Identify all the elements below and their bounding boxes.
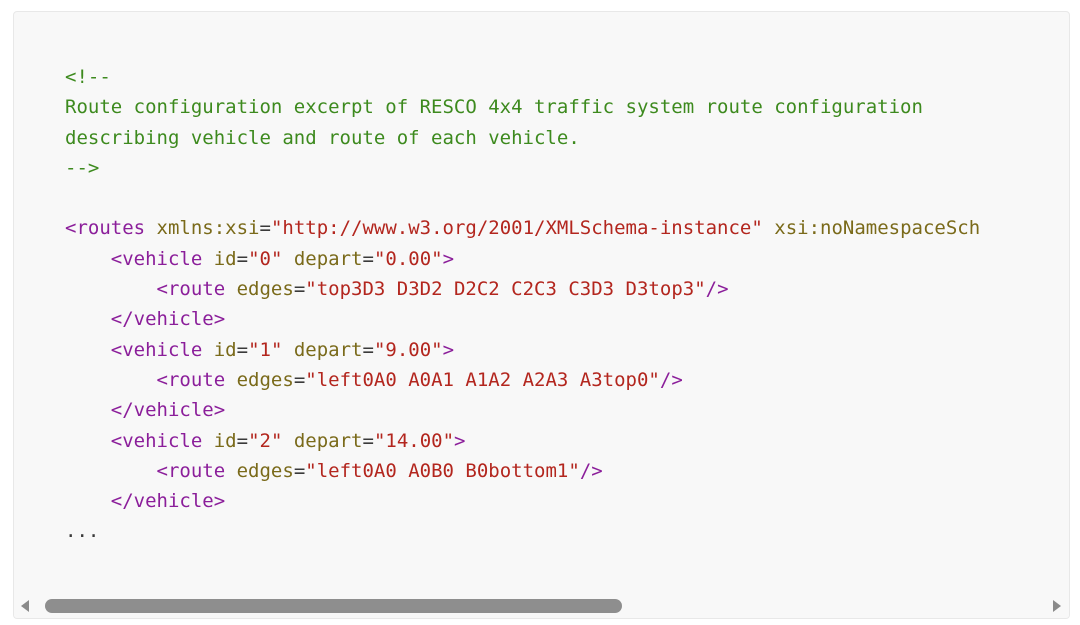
code-line: <route edges="left0A0 A0B0 B0bottom1"/> (65, 456, 980, 486)
code-text-segment (225, 460, 236, 482)
code-text-segment: = (236, 429, 249, 452)
xml-string: "left0A0 A0A1 A1A2 A2A3 A3top0" (305, 368, 660, 391)
code-line: ... (65, 516, 980, 546)
xml-attribute: id (213, 429, 237, 452)
xml-tag: > (442, 247, 455, 270)
xml-string: "0" (248, 247, 283, 270)
code-text-segment (65, 369, 157, 391)
scroll-right-arrow-icon[interactable] (1053, 600, 1061, 612)
code-text-segment: = (236, 338, 249, 361)
xml-string: "9.00" (373, 338, 443, 361)
code-line: Route configuration excerpt of RESCO 4x4… (65, 92, 980, 122)
xml-string: "http://www.w3.org/2001/XMLSchema-instan… (270, 217, 763, 240)
xml-tag: </vehicle> (110, 490, 226, 513)
xml-attribute: xmlns:xsi (156, 217, 260, 240)
code-text-segment: = (362, 338, 374, 361)
code-text-segment (65, 248, 111, 270)
code-line: <vehicle id="0" depart="0.00"> (65, 244, 980, 274)
xml-attribute: depart (293, 247, 363, 270)
code-block: <!-- Route configuration excerpt of RESCO… (13, 11, 1070, 619)
code-line (65, 183, 980, 213)
xml-attribute: id (213, 338, 237, 361)
xml-tag: /> (659, 368, 683, 391)
code-comment: Route configuration excerpt of RESCO 4x4… (65, 96, 923, 119)
xml-string: "0.00" (373, 247, 443, 270)
xml-attribute: edges (236, 459, 294, 482)
code-text-segment (225, 278, 236, 300)
xml-string: "top3D3 D3D2 D2C2 C2C3 C3D3 D3top3" (305, 278, 706, 301)
xml-attribute: depart (293, 429, 363, 452)
code-line: <routes xmlns:xsi="http://www.w3.org/200… (65, 213, 980, 243)
code-line: describing vehicle and route of each veh… (65, 123, 980, 153)
horizontal-scrollbar[interactable] (14, 592, 1069, 618)
code-text-segment (282, 248, 293, 270)
code-viewport[interactable]: <!-- Route configuration excerpt of RESCO… (14, 12, 1069, 592)
code-text-segment: = (259, 217, 271, 240)
xml-tag: <route (156, 278, 226, 301)
code-text-segment (65, 339, 111, 361)
code-text-segment (763, 217, 774, 239)
code-text-segment (202, 430, 213, 452)
code-line: <route edges="left0A0 A0A1 A1A2 A2A3 A3t… (65, 365, 980, 395)
code-text-segment (65, 490, 111, 512)
code-text-segment: = (293, 459, 306, 482)
code-text-segment: = (293, 368, 306, 391)
code-text-segment (225, 369, 236, 391)
code-line: <vehicle id="2" depart="14.00"> (65, 426, 980, 456)
code-line: </vehicle> (65, 486, 980, 516)
xml-tag: </vehicle> (110, 399, 226, 422)
xml-tag: /> (579, 459, 603, 482)
code-text: <!-- Route configuration excerpt of RESCO… (65, 62, 980, 547)
code-text-segment (282, 339, 293, 361)
scrollbar-thumb[interactable] (45, 599, 622, 613)
code-comment: --> (65, 156, 100, 179)
xml-attribute: edges (236, 278, 294, 301)
code-text-segment: = (293, 278, 306, 301)
xml-string: "left0A0 A0B0 B0bottom1" (305, 459, 580, 482)
xml-attribute: depart (293, 338, 363, 361)
xml-attribute: xsi:noNamespaceSch (774, 217, 981, 240)
code-text-segment: = (362, 429, 374, 452)
xml-tag: </vehicle> (110, 308, 226, 331)
code-text-segment: ... (65, 520, 100, 543)
xml-tag: <route (156, 459, 226, 482)
xml-tag: > (454, 429, 466, 452)
code-text-segment (145, 217, 156, 239)
xml-attribute: edges (236, 368, 294, 391)
code-text-segment (202, 339, 213, 361)
xml-tag: /> (705, 278, 729, 301)
code-line: <route edges="top3D3 D3D2 D2C2 C2C3 C3D3… (65, 274, 980, 304)
code-text-segment (65, 460, 157, 482)
code-text-segment (282, 430, 293, 452)
code-text-segment (65, 308, 111, 330)
code-comment: describing vehicle and route of each veh… (65, 126, 580, 149)
xml-tag: <vehicle (110, 429, 203, 452)
xml-tag: <vehicle (110, 338, 203, 361)
code-text-segment (65, 278, 157, 300)
xml-attribute: id (213, 247, 237, 270)
code-text-segment (65, 430, 111, 452)
code-line: <vehicle id="1" depart="9.00"> (65, 335, 980, 365)
code-line: </vehicle> (65, 395, 980, 425)
code-line: --> (65, 153, 980, 183)
xml-tag: > (442, 338, 455, 361)
xml-tag: <routes (65, 217, 146, 240)
scroll-left-arrow-icon[interactable] (21, 600, 29, 612)
code-line: </vehicle> (65, 304, 980, 334)
xml-string: "1" (248, 338, 283, 361)
code-text-segment: = (362, 247, 374, 270)
code-text-segment (65, 399, 111, 421)
code-text-segment: = (236, 247, 249, 270)
xml-tag: <route (156, 368, 226, 391)
code-line: <!-- (65, 62, 980, 92)
xml-string: "2" (248, 429, 283, 452)
code-text-segment (202, 248, 213, 270)
xml-tag: <vehicle (110, 247, 203, 270)
code-comment: <!-- (65, 66, 111, 88)
xml-string: "14.00" (373, 429, 455, 452)
